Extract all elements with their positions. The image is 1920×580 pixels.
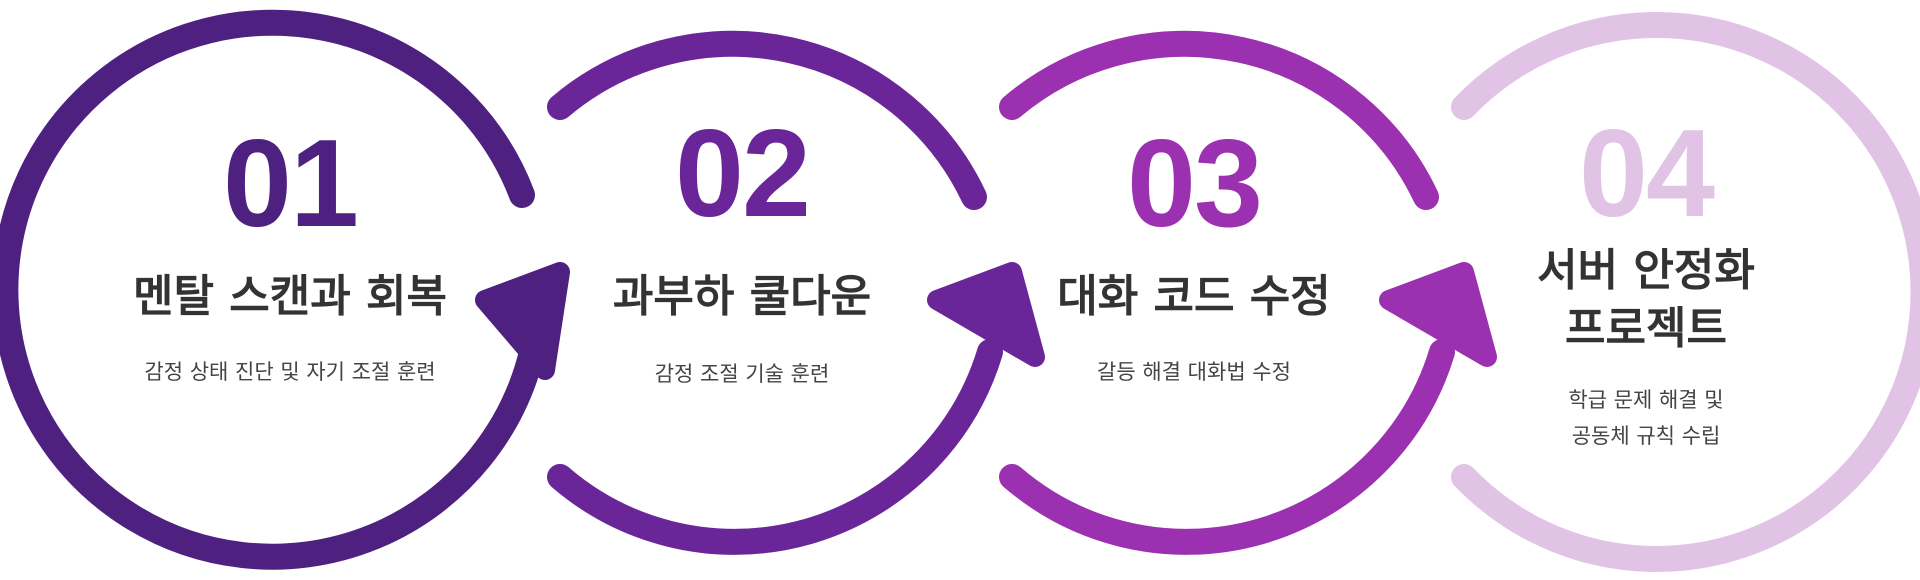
step-1-description: 감정 상태 진단 및 자기 조절 훈련 xyxy=(144,360,436,384)
step-2-number: 02 xyxy=(675,105,811,243)
step-3-ring xyxy=(999,30,1497,555)
step-3-title: 대화 코드 수정 xyxy=(1057,271,1331,322)
step-3-description: 갈등 해결 대화법 수정 xyxy=(1097,360,1291,384)
step-3-arrowhead xyxy=(1379,262,1497,367)
step-1-number: 01 xyxy=(223,115,359,253)
step-2-description: 감정 조절 기술 훈련 xyxy=(654,362,830,386)
step-2: 02 과부하 쿨다운 감정 조절 기술 훈련 xyxy=(532,112,952,392)
step-4-ring xyxy=(1451,12,1920,572)
step-1-ring xyxy=(0,9,570,570)
step-1-arc xyxy=(0,9,545,570)
step-3-number: 03 xyxy=(1127,115,1263,253)
step-4: 04 서버 안정화 프로젝트 학급 문제 해결 및 공동체 규칙 수립 xyxy=(1436,112,1856,454)
step-3: 03 대화 코드 수정 갈등 해결 대화법 수정 xyxy=(984,122,1404,390)
step-2-arrowhead xyxy=(927,262,1045,367)
step-2-ring xyxy=(547,30,1045,555)
step-4-description: 학급 문제 해결 및 공동체 규칙 수립 xyxy=(1568,388,1724,448)
step-4-arc xyxy=(1451,12,1920,572)
step-2-arc-bottom xyxy=(547,339,1003,555)
step-2-arc-top xyxy=(547,30,987,210)
step-3-arc-bottom xyxy=(999,339,1455,555)
step-1-arrowhead xyxy=(475,262,570,380)
step-3-arc-top xyxy=(999,30,1439,210)
step-4-number: 04 xyxy=(1579,105,1715,243)
step-1: 01 멘탈 스캔과 회복 감정 상태 진단 및 자기 조절 훈련 xyxy=(80,122,500,390)
step-2-title: 과부하 쿨다운 xyxy=(612,271,872,322)
step-1-title: 멘탈 스캔과 회복 xyxy=(133,271,447,322)
step-4-title: 서버 안정화 프로젝트 xyxy=(1537,245,1755,354)
